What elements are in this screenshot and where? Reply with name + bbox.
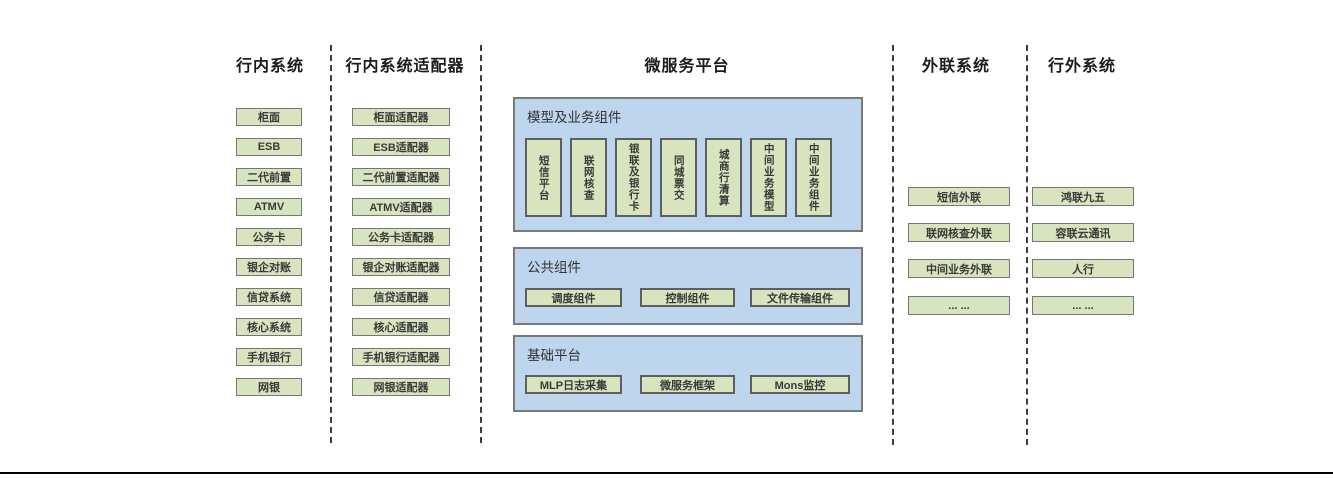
common-component-box: 调度组件 xyxy=(525,288,622,307)
divider-adapter-platform xyxy=(480,45,482,443)
bottom-rule xyxy=(0,472,1333,474)
internal-system-box: 网银 xyxy=(236,378,302,396)
internal-system-box: 核心系统 xyxy=(236,318,302,336)
panel-title: 基础平台 xyxy=(527,348,581,363)
outreach-system-box: ... ... xyxy=(908,296,1010,315)
divider-internal-adapter xyxy=(330,45,332,443)
external-system-box: 人行 xyxy=(1032,259,1134,278)
model-component-box: 城商行清算 xyxy=(705,138,742,217)
divider-outreach-external xyxy=(1026,45,1028,445)
common-component-box: 文件传输组件 xyxy=(750,288,850,307)
panel-title: 模型及业务组件 xyxy=(527,110,622,125)
internal-system-box: 银企对账 xyxy=(236,258,302,276)
outreach-system-box: 短信外联 xyxy=(908,187,1010,206)
model-component-box: 同城票交 xyxy=(660,138,697,217)
outreach-system-box: 联网核查外联 xyxy=(908,223,1010,242)
internal-system-box: 手机银行 xyxy=(236,348,302,366)
model-component-box: 中间业务组件 xyxy=(795,138,832,217)
adapter-box: 核心适配器 xyxy=(352,318,450,336)
column-header-outreach: 外联系统 xyxy=(921,58,990,75)
adapter-box: 公务卡适配器 xyxy=(352,228,450,246)
model-component-box: 短信平台 xyxy=(525,138,562,217)
column-header-platform: 微服务平台 xyxy=(644,58,730,75)
adapter-box: 二代前置适配器 xyxy=(352,168,450,186)
panel-base-platform: 基础平台 MLP日志采集 微服务框架 Mons监控 xyxy=(513,335,863,412)
outreach-system-box: 中间业务外联 xyxy=(908,259,1010,278)
adapter-box: 网银适配器 xyxy=(352,378,450,396)
adapter-box: 柜面适配器 xyxy=(352,108,450,126)
internal-system-box: ATMV xyxy=(236,198,302,216)
panel-common-components: 公共组件 调度组件 控制组件 文件传输组件 xyxy=(513,247,863,325)
adapter-box: 银企对账适配器 xyxy=(352,258,450,276)
base-platform-box: MLP日志采集 xyxy=(525,375,622,394)
adapter-box: ESB适配器 xyxy=(352,138,450,156)
panel-title: 公共组件 xyxy=(527,260,581,275)
column-header-internal: 行内系统 xyxy=(235,58,304,75)
base-platform-box: 微服务框架 xyxy=(640,375,735,394)
base-platform-box: Mons监控 xyxy=(750,375,850,394)
internal-system-box: 公务卡 xyxy=(236,228,302,246)
model-component-box: 中间业务模型 xyxy=(750,138,787,217)
internal-system-box: 柜面 xyxy=(236,108,302,126)
panel-model-business-components: 模型及业务组件 短信平台 联网核查 银联及银行卡 同城票交 城商行清算 中间业务… xyxy=(513,97,863,232)
column-header-external: 行外系统 xyxy=(1047,58,1116,75)
internal-system-box: ESB xyxy=(236,138,302,156)
external-system-box: 容联云通讯 xyxy=(1032,223,1134,242)
column-header-adapter: 行内系统适配器 xyxy=(345,58,465,75)
external-system-box: 鸿联九五 xyxy=(1032,187,1134,206)
adapter-box: 信贷适配器 xyxy=(352,288,450,306)
divider-platform-outreach xyxy=(892,45,894,445)
external-system-box: ... ... xyxy=(1032,296,1134,315)
common-component-box: 控制组件 xyxy=(640,288,735,307)
internal-system-box: 二代前置 xyxy=(236,168,302,186)
model-component-box: 银联及银行卡 xyxy=(615,138,652,217)
model-component-box: 联网核查 xyxy=(570,138,607,217)
internal-system-box: 信贷系统 xyxy=(236,288,302,306)
adapter-box: 手机银行适配器 xyxy=(352,348,450,366)
adapter-box: ATMV适配器 xyxy=(352,198,450,216)
